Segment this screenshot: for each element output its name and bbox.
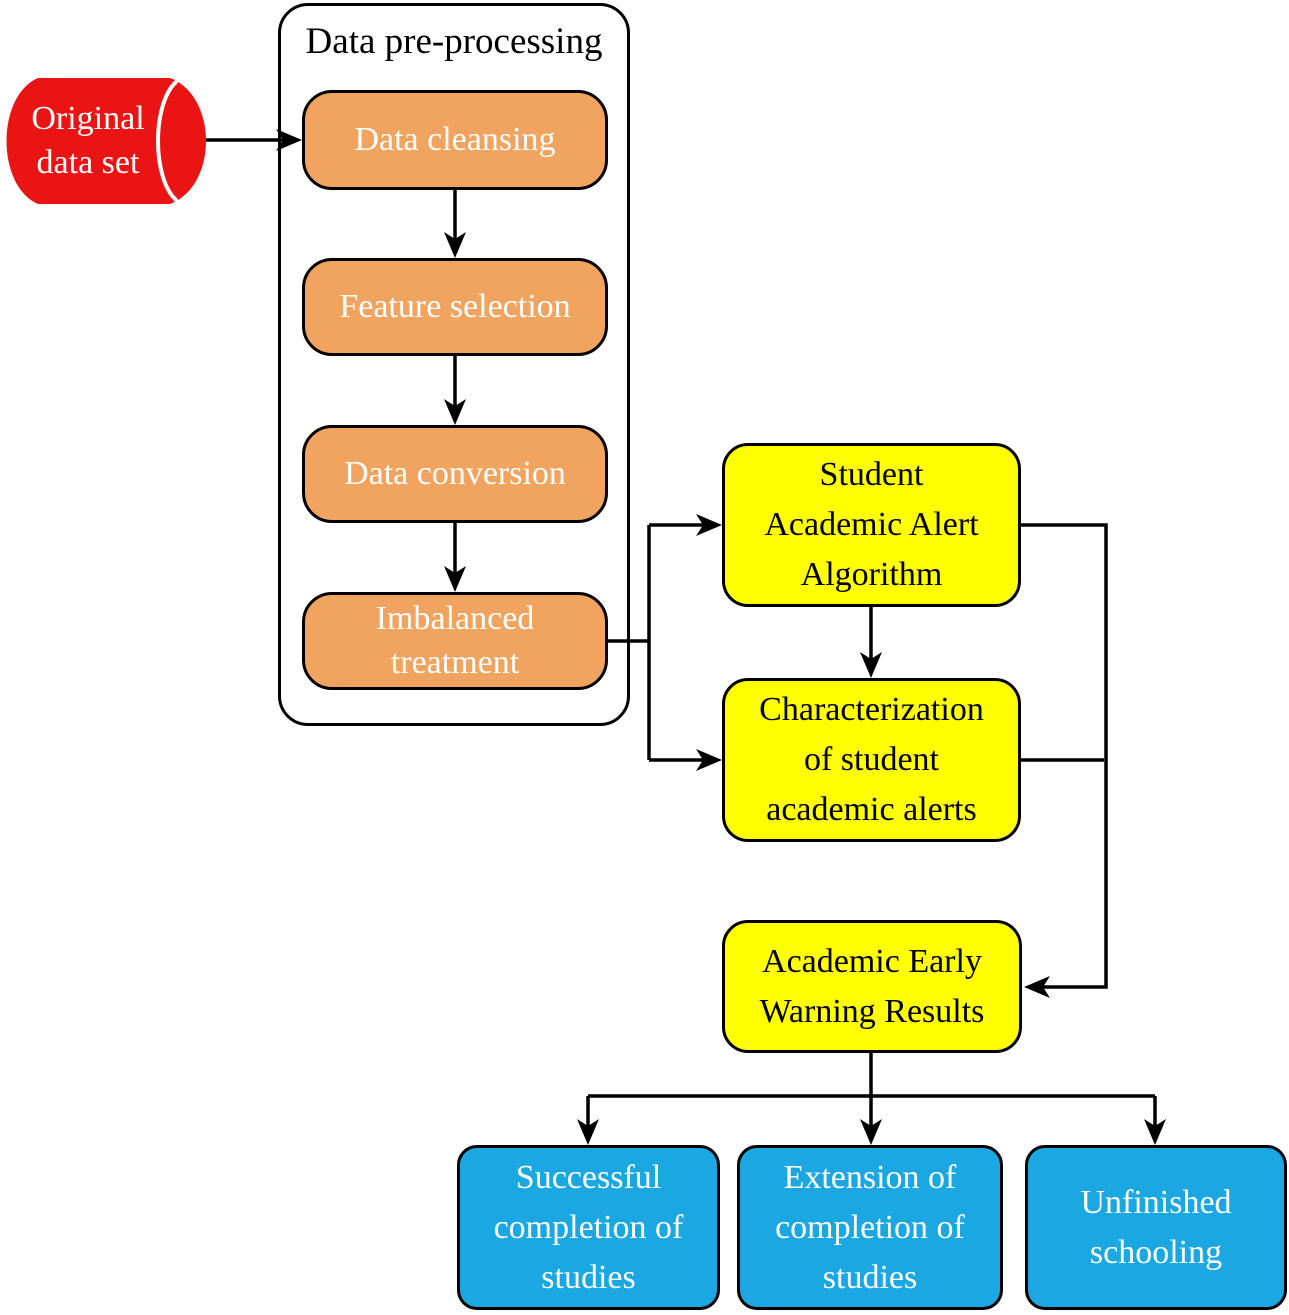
arrowhead-into-results [1024,976,1050,998]
group-title: Data pre-processing [305,21,603,62]
node-imbalanced-treatment: Imbalanced treatment [302,592,608,690]
arrowhead-into-student [696,514,722,536]
arrowhead-into-successful [577,1119,599,1145]
node-successful-completion: Successful completion of studies [457,1145,720,1310]
node-original-data-set: Original data set [31,100,145,181]
arrowhead-into-unfinished [1144,1119,1166,1145]
node-characterization-of-alerts: Characterization of student academic ale… [722,678,1021,842]
node-extension-completion: Extension of completion of studies [737,1145,1003,1310]
node-unfinished-schooling: Unfinished schooling [1025,1145,1287,1310]
wire-results-distribution [586,1053,1157,1127]
node-data-conversion: Data conversion [302,425,608,523]
original-data-cylinder-shape [6,78,206,204]
node-feature-selection: Feature selection [302,258,608,356]
arrowhead-into-extension [860,1119,882,1145]
node-student-academic-alert-algorithm: Student Academic Alert Algorithm [722,443,1021,607]
wire-student-to-results-rail [1021,523,1108,989]
arrowhead-into-characterization [696,749,722,771]
arrowhead-student-to-characterization [860,652,882,678]
cylinder-body [6,78,206,204]
node-academic-early-warning-results: Academic Early Warning Results [722,920,1022,1053]
cylinder-cap-arc [156,80,178,202]
node-data-cleansing: Data cleansing [302,90,608,190]
